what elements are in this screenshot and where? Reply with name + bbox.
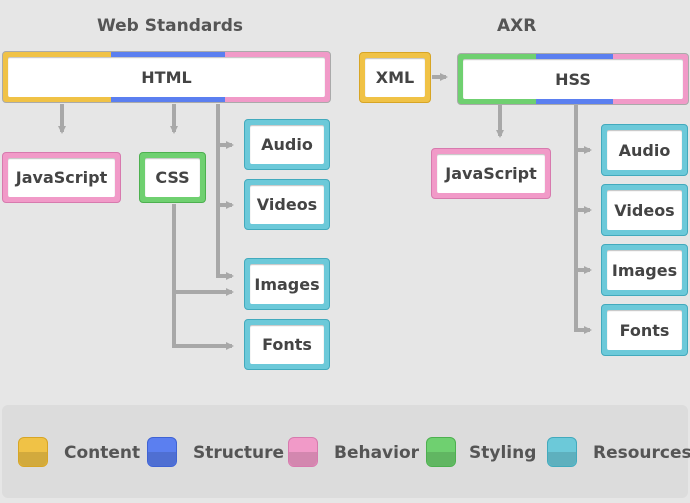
images-node-left: Images [244,258,330,310]
html-node: HTML [2,51,331,103]
xml-node: XML [359,52,431,103]
audio-node-left: Audio [244,119,330,170]
audio-node-right: Audio [601,124,688,176]
audio-label-left: Audio [250,125,324,164]
legend-label-content: Content [64,443,141,463]
web-standards-title: Web Standards [97,16,244,36]
legend-swatch-resources [547,437,577,467]
fonts-node-right: Fonts [601,304,688,356]
legend-label-resources: Resources [593,443,690,463]
css-node: CSS [139,152,206,203]
javascript-node-right: JavaScript [431,148,551,199]
javascript-label-left: JavaScript [8,158,115,197]
audio-label-right: Audio [607,130,682,170]
videos-label-left: Videos [250,185,324,224]
fonts-label-right: Fonts [607,310,682,350]
javascript-label-right: JavaScript [437,154,545,193]
legend-swatch-content [18,437,48,467]
legend-swatch-styling [426,437,456,467]
videos-label-right: Videos [607,190,682,230]
images-node-right: Images [601,244,688,296]
javascript-node-left: JavaScript [2,152,121,203]
legend: Content Structure Behavior Styling Resou… [2,405,690,498]
css-label: CSS [145,158,200,197]
legend-swatch-structure [147,437,177,467]
images-label-right: Images [607,250,682,290]
html-label: HTML [8,57,325,97]
fonts-label-left: Fonts [250,325,324,364]
hss-label: HSS [463,59,683,99]
legend-label-behavior: Behavior [334,443,420,463]
hss-node: HSS [457,53,689,105]
images-label-left: Images [250,264,324,304]
videos-node-left: Videos [244,179,330,230]
fonts-node-left: Fonts [244,319,330,370]
legend-swatch-behavior [288,437,318,467]
legend-label-styling: Styling [469,443,537,463]
videos-node-right: Videos [601,184,688,236]
xml-label: XML [365,58,425,97]
axr-title: AXR [497,16,537,36]
legend-label-structure: Structure [193,443,285,463]
